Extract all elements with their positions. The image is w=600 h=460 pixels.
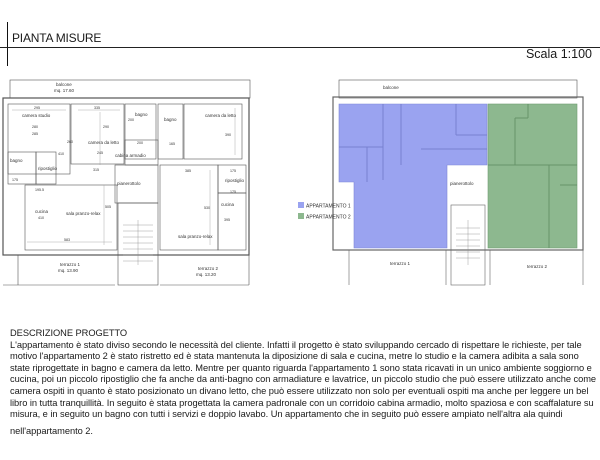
apartment-2-walls [488, 104, 577, 248]
room-bagno-1 [124, 103, 157, 160]
dim: 290 [103, 125, 109, 129]
label-balcone: balcone [383, 85, 399, 90]
stairwell [450, 204, 486, 286]
label-cabina-armadio: cabina armadio [115, 153, 146, 158]
building-outline [332, 96, 584, 251]
dim: 385 [185, 169, 191, 173]
dim: 410 [58, 152, 64, 156]
stairs-steps [123, 220, 153, 265]
description-line: nell'appartamento 2. [10, 425, 93, 436]
balcony-outline [9, 79, 251, 99]
apartment-2-area [487, 103, 578, 249]
dim: 295 [34, 106, 40, 110]
room-camera-studio [7, 103, 71, 175]
legend: APPARTAMENTO 1 APPARTAMENTO 2 [298, 202, 351, 221]
description-line: L'appartamento è stato diviso secondo le… [10, 339, 582, 350]
description-line: motivo l'appartamento 2 è stato ristrett… [10, 351, 579, 362]
label-bagno-1: bagno [135, 112, 148, 117]
label-camera-studio: camera studio [22, 113, 51, 118]
legend-swatch-apartment-1 [298, 202, 304, 208]
plan-apartments [332, 79, 584, 286]
label-bagno-3: bagno [10, 158, 23, 163]
legend-swatch-apartment-2 [298, 213, 304, 219]
label-pianerottolo: pianerottolo [450, 181, 474, 186]
building-outline [2, 97, 250, 256]
balcony-outline [338, 79, 578, 99]
label-terrazzo-1-area: mq. 13.90 [58, 268, 79, 273]
dim: 530 [204, 206, 210, 210]
room-bagno-2 [157, 103, 184, 160]
label-cucina-2: cucina [221, 202, 235, 207]
label-terrazzo-2-area: mq. 13.20 [196, 272, 217, 277]
label-balcone-area: mq. 17.60 [54, 88, 75, 93]
dim: 175 [12, 178, 18, 182]
dim: 175 [230, 169, 236, 173]
apartment-1-walls [339, 104, 487, 182]
dim: 175 [230, 190, 236, 194]
apartment-1-area [338, 103, 488, 249]
room-sala-1 [24, 184, 118, 251]
project-description: DESCRIZIONE PROGETTO L'appartamento è st… [10, 328, 596, 437]
label-camera-letto-2: camera da letto [205, 113, 237, 118]
dim: 410 [38, 216, 44, 220]
plan-measures-labels: balcone mq. 17.60 camera studio camera d… [10, 82, 245, 277]
description-line: cucina, poi un piccolo ripostiglio che f… [10, 374, 597, 385]
dim: 165 [169, 142, 175, 146]
title-marker [7, 22, 8, 66]
description-line: state riprogettate in bagno e camera da … [10, 362, 592, 373]
label-ripostiglio-2: ripostiglio [225, 178, 245, 183]
label-balcone: balcone [56, 82, 72, 87]
label-ripostiglio-1: ripostiglio [38, 166, 58, 171]
dim: 505 [105, 205, 111, 209]
label-sala-1: sala pranzo-relax [66, 211, 101, 216]
dim: 285 [32, 132, 38, 136]
label-cucina-1: cucina [35, 209, 49, 214]
scale-label: Scala 1:100 [525, 47, 592, 61]
description-heading: DESCRIZIONE PROGETTO [10, 328, 128, 338]
dim: 390 [225, 133, 231, 137]
description-line: camera ospiti in quanto è stato posizion… [10, 385, 589, 396]
dim: 200 [137, 141, 143, 145]
label-terrazzo-2: terrazzo 2 [527, 264, 548, 269]
label-terrazzo-1: terrazzo 1 [60, 262, 81, 267]
dim: 200 [128, 118, 134, 122]
dim: 335 [94, 106, 100, 110]
label-sala-2: sala pranzo-relax [178, 234, 213, 239]
dimension-labels: 295 335 280 285 290 260 200 200 245 165 … [12, 106, 236, 242]
room-cucina-2 [217, 192, 247, 251]
header-rule [0, 47, 600, 48]
dim: 395 [224, 218, 230, 222]
terrace-edges [348, 250, 584, 285]
room-camera-letto-2 [183, 103, 243, 160]
page-title: PIANTA MISURE [12, 31, 102, 45]
label-camera-letto-1: camera da letto [88, 140, 120, 145]
description-line: misura, e in seguito un bagno con tutti … [10, 409, 563, 420]
dim: 195.5 [35, 188, 44, 192]
stairs-steps [456, 220, 480, 265]
room-camera-letto-1 [70, 103, 125, 165]
legend-label-apartment-2: APPARTAMENTO 2 [306, 215, 351, 221]
dim: 315 [93, 168, 99, 172]
label-terrazzo-2: terrazzo 2 [198, 266, 219, 271]
room-ripostiglio-1 [35, 151, 57, 185]
description-line: libro in tutta tranquillità. In seguito … [10, 397, 594, 408]
label-pianerottolo: pianerottolo [117, 181, 141, 186]
dimension-lines [12, 108, 236, 245]
dim: 583 [64, 238, 70, 242]
label-bagno-2: bagno [164, 117, 177, 122]
stairwell [117, 202, 159, 286]
dim: 245 [97, 151, 103, 155]
plan-measures [2, 79, 251, 286]
legend-label-apartment-1: APPARTAMENTO 1 [306, 204, 351, 210]
dim: 280 [32, 125, 38, 129]
plan-apartments-labels: balcone pianerottolo terrazzo 1 terrazzo… [383, 85, 548, 269]
label-terrazzo-1: terrazzo 1 [390, 261, 411, 266]
dim: 260 [67, 140, 73, 144]
